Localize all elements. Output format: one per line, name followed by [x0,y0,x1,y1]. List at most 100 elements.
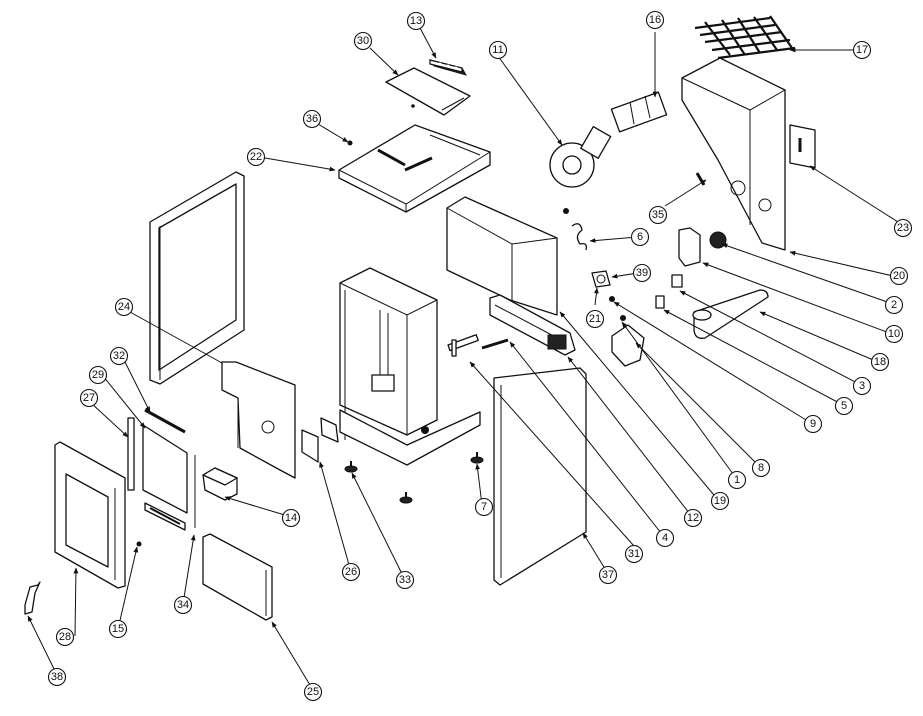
svg-text:21: 21 [589,313,601,325]
callout-7: 7 [474,497,494,517]
callout-38: 38 [47,667,67,687]
callout-26: 26 [341,562,361,582]
svg-text:15: 15 [112,623,124,635]
callout-35: 35 [648,205,668,225]
part-6-auger [563,208,588,251]
svg-text:9: 9 [810,418,816,430]
callout-4: 4 [655,528,675,548]
part-26-plate-b [320,417,339,443]
part-3-switch [671,274,683,288]
svg-text:1: 1 [734,474,740,486]
svg-text:7: 7 [481,501,487,513]
part-9-grommet [609,296,615,302]
part-23-control-box [789,124,816,169]
callout-37: 37 [598,565,618,585]
part-1-grommet [620,315,626,321]
part-33-foot [344,461,358,473]
svg-text:14: 14 [285,512,297,524]
part-16-tube [610,91,668,133]
callout-12: 12 [683,508,703,528]
callout-14: 14 [281,508,301,528]
callout-13: 13 [406,11,426,31]
part-25-lower-panel [202,533,273,621]
svg-text:4: 4 [662,532,668,544]
callout-30: 30 [353,31,373,51]
part-15-knob [136,541,142,547]
callout-27: 27 [79,388,99,408]
svg-text:24: 24 [118,301,130,313]
part-main-body-frame [339,267,481,466]
callout-19: 19 [710,491,730,511]
part-20-hopper [681,57,786,251]
svg-text:6: 6 [637,231,643,243]
callouts: 13 30 36 22 24 32 29 27 14 28 15 34 38 2… [47,10,913,702]
svg-text:27: 27 [83,392,95,404]
callout-22: 22 [246,147,266,167]
part-7-foot [470,452,484,464]
svg-text:18: 18 [874,356,886,368]
part-36-screw [347,140,353,146]
svg-text:2: 2 [891,299,897,311]
part-11-blower [549,125,612,188]
svg-text:11: 11 [492,44,503,56]
svg-text:25: 25 [307,686,319,698]
callout-16: 16 [645,10,665,30]
svg-text:30: 30 [357,35,369,47]
part-38-handle [24,581,41,615]
callout-29: 29 [88,365,108,385]
callout-31: 31 [624,544,644,564]
svg-text:16: 16 [649,14,661,26]
callout-11: 11 [488,40,508,60]
svg-text:22: 22 [250,151,262,163]
svg-text:8: 8 [758,462,764,474]
callout-24: 24 [114,297,134,317]
part-19-burner-rail [489,294,576,356]
callout-8: 8 [751,458,771,478]
svg-text:17: 17 [856,44,868,56]
part-8-combustion-blower [611,324,645,367]
svg-text:10: 10 [888,328,900,340]
callout-17: 17 [852,40,872,60]
part-34-bottom-bar [144,502,186,531]
svg-text:28: 28 [59,631,71,643]
callout-1: 1 [727,470,747,490]
part-17-grid [694,15,796,60]
callout-32: 32 [109,346,129,366]
callout-15: 15 [108,619,128,639]
part-24-rear-plate [221,361,296,479]
svg-text:20: 20 [893,270,905,282]
callout-6: 6 [630,227,650,247]
callout-39: 39 [632,263,652,283]
part-14-ash-pot [202,467,238,501]
callout-33: 33 [395,570,415,590]
callout-23: 23 [893,218,913,238]
part-4-rod [481,338,509,350]
part-22-top-panel [338,124,491,213]
svg-text:34: 34 [177,599,189,611]
part-39-gasket [591,270,611,288]
svg-text:38: 38 [51,671,63,683]
part-28-door [54,441,126,589]
callout-25: 25 [303,682,323,702]
svg-text:19: 19 [714,495,726,507]
svg-text:32: 32 [113,350,125,362]
svg-text:35: 35 [652,209,664,221]
callout-28: 28 [55,627,75,647]
leader-lines [27,27,899,691]
part-foot-b [399,492,413,504]
svg-text:23: 23 [897,222,909,234]
part-5-switch [655,295,665,309]
svg-text:37: 37 [602,569,614,581]
part-30-top-cover-panel [385,67,471,116]
svg-text:39: 39 [636,267,648,279]
svg-text:26: 26 [345,566,357,578]
callout-36: 36 [302,109,322,129]
part-37-right-panel [493,367,587,586]
callout-34: 34 [173,595,193,615]
part-32-bar [144,408,186,434]
part-31-igniter [447,334,479,357]
part-10-motor [678,227,701,267]
callout-10: 10 [884,324,904,344]
part-26-plate [301,429,319,463]
